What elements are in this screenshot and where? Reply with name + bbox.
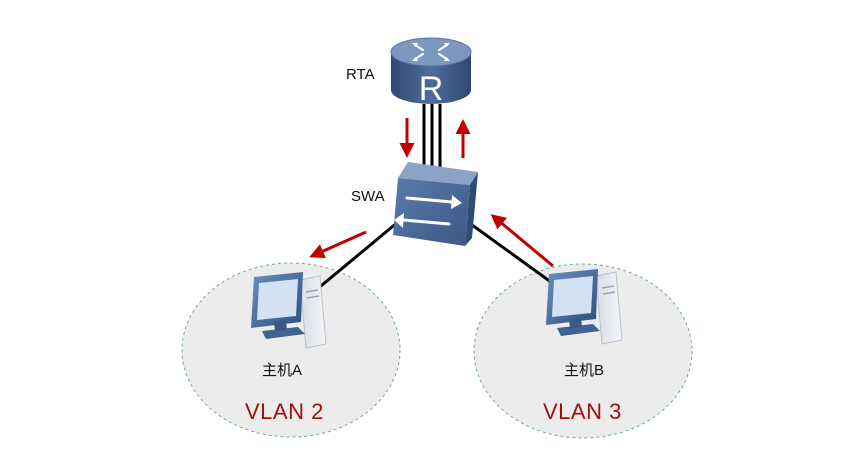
vlan-3-zone (473, 263, 693, 439)
router-glyph: R (419, 70, 444, 108)
host-a-label: 主机A (262, 362, 303, 379)
router-icon: R (390, 37, 472, 108)
vlan-2-label: VLAN 2 (245, 399, 324, 424)
pc-icon (251, 272, 327, 349)
switch-label: SWA (351, 188, 385, 205)
switch-icon (393, 162, 478, 246)
vlan-2-zone (181, 262, 401, 438)
pc-icon (546, 269, 623, 345)
vlan-3-label: VLAN 3 (543, 399, 622, 424)
arrow-switch-to-hostA (309, 230, 367, 258)
host-b-label: 主机B (564, 362, 605, 379)
router-label: RTA (346, 66, 375, 83)
arrow-hostB-to-switch (490, 214, 554, 268)
traffic-arrows (309, 118, 554, 268)
